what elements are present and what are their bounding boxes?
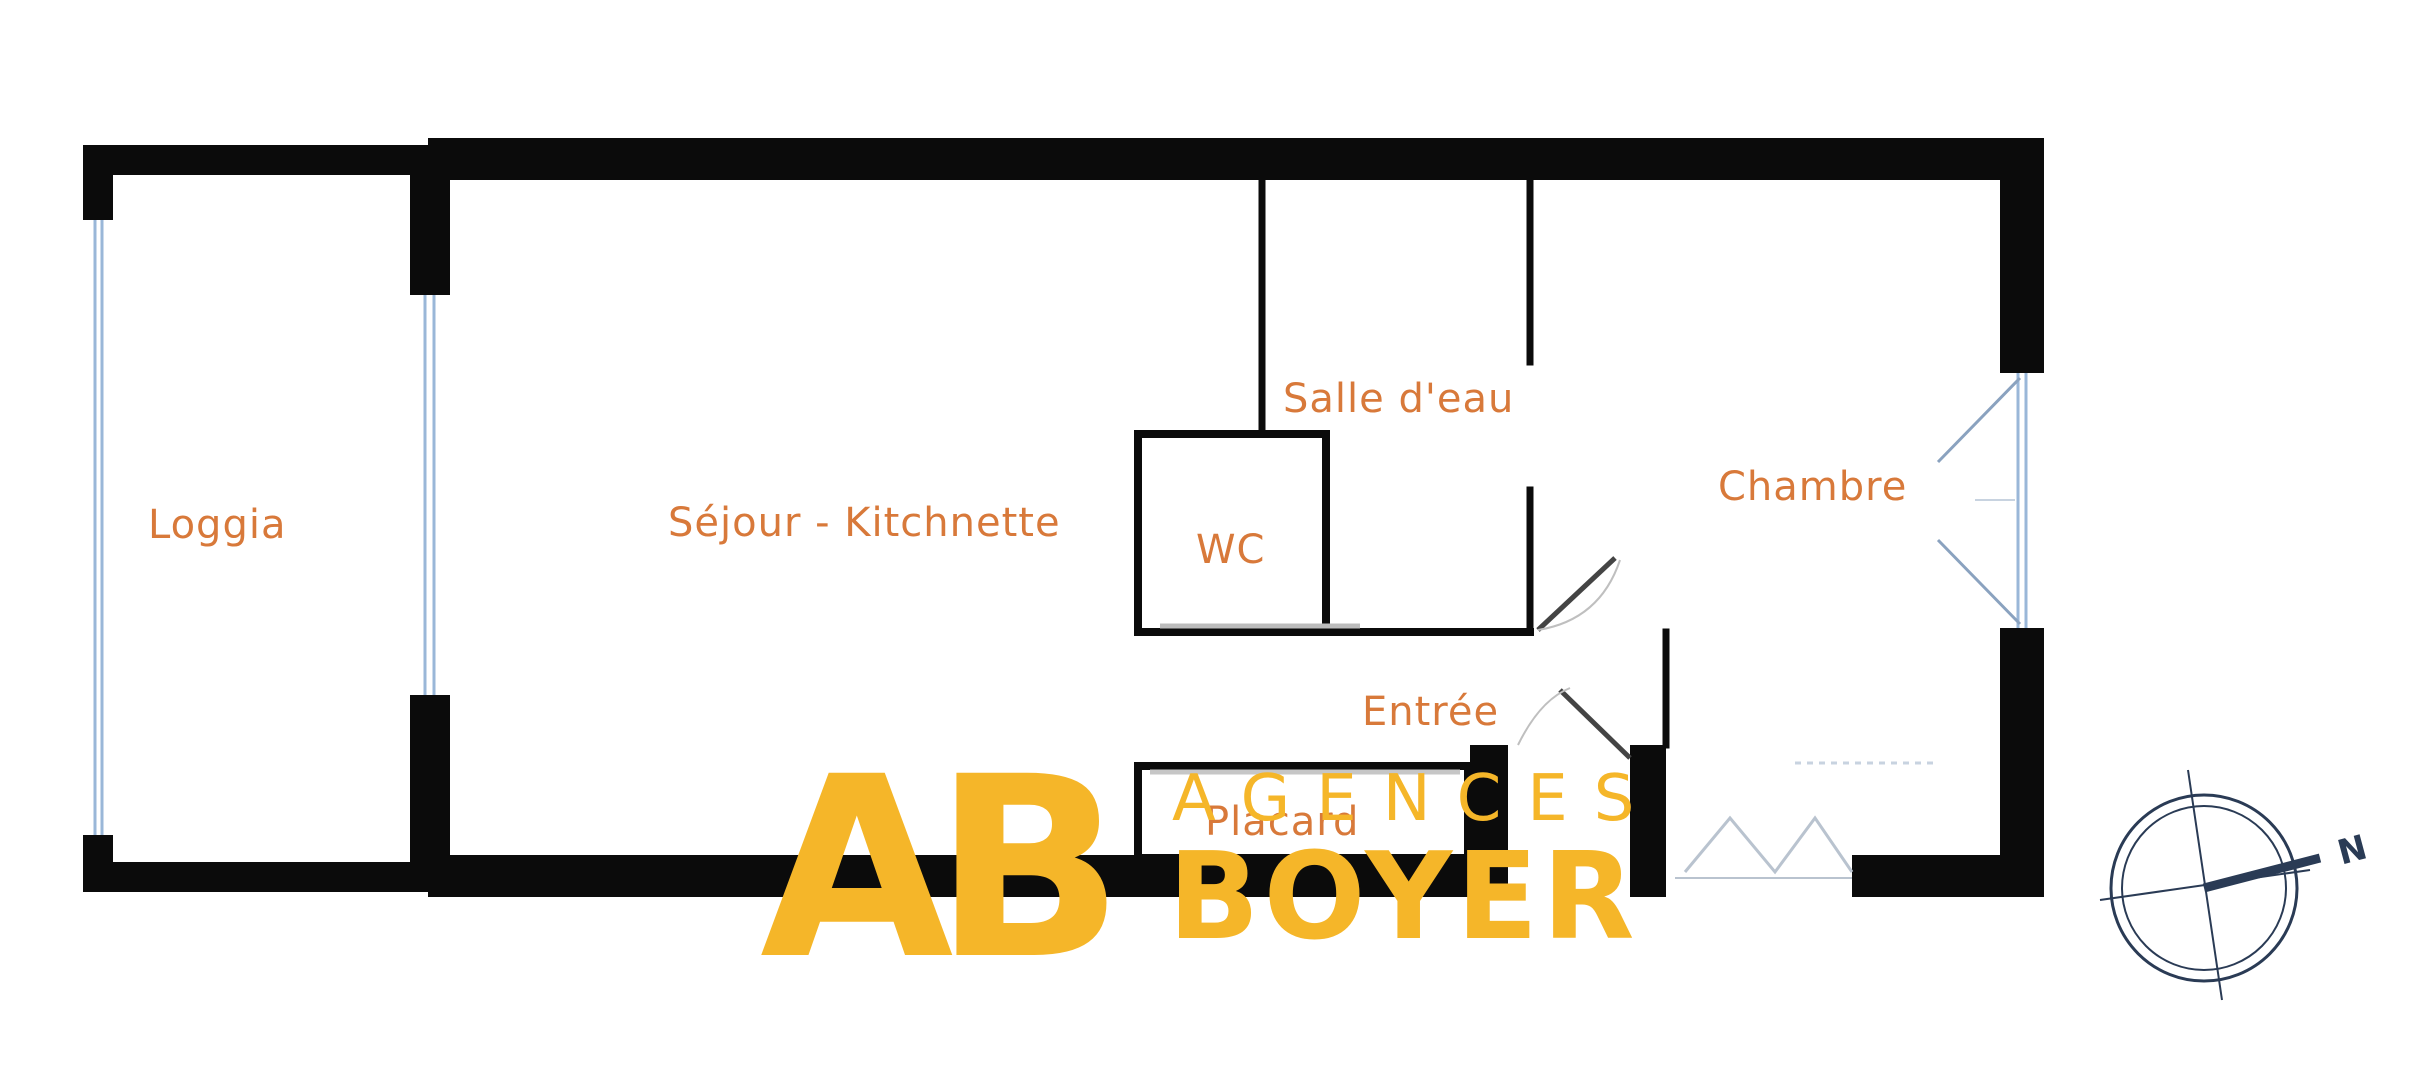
placard-box (1134, 762, 1472, 862)
wall-loggia-top (410, 145, 450, 295)
label-entree: Entrée (1362, 689, 1499, 735)
label-salle-eau: Salle d'eau (1283, 376, 1514, 422)
wall-right-top (2000, 138, 2044, 373)
logo-letters: AB (760, 723, 1106, 1014)
wall-top-loggia (83, 145, 428, 175)
wall-left-bottom (83, 835, 113, 892)
label-wc: WC (1196, 527, 1265, 573)
door-entree-leaf (1558, 688, 1632, 760)
door-salle-swing (1537, 559, 1621, 631)
label-chambre: Chambre (1718, 464, 1907, 510)
logo-word-bottom: BOYER (1168, 828, 1638, 967)
compass: N (2099, 769, 2371, 1001)
windows (93, 220, 2028, 835)
casement-lower (1936, 538, 2022, 626)
compass-needle (2202, 853, 2322, 893)
front-door-swing (1683, 815, 1854, 875)
casement-upper (1936, 376, 2022, 464)
compass-ring-inner (2121, 805, 2287, 971)
agency-logo: AB AGENCES BOYER (760, 723, 1660, 1014)
partitions (1134, 176, 1670, 862)
wall-right-bottom (2000, 628, 2044, 897)
room-labels: Loggia Séjour - Kitchnette Salle d'eau C… (148, 376, 1907, 845)
label-loggia: Loggia (148, 502, 286, 548)
compass-ring-outer (2109, 793, 2299, 983)
label-placard: Placard (1205, 799, 1359, 845)
logo-word-top: AGENCES (1172, 762, 1660, 836)
wall-loggia-bottom (410, 695, 450, 892)
wall-left-top (83, 145, 113, 220)
wall-entry-jamb-left (1470, 745, 1508, 897)
doors (1150, 376, 2022, 879)
compass-north-letter: N (2333, 827, 2371, 873)
wall-top-main (428, 138, 2044, 180)
wc-box (1134, 430, 1330, 636)
wall-bottom-loggia (83, 862, 428, 892)
door-salle-leaf (1536, 556, 1617, 632)
wall-entry-jamb-right (1630, 745, 1666, 897)
door-entree-swing (1517, 687, 1571, 746)
label-sejour: Séjour - Kitchnette (668, 500, 1061, 546)
